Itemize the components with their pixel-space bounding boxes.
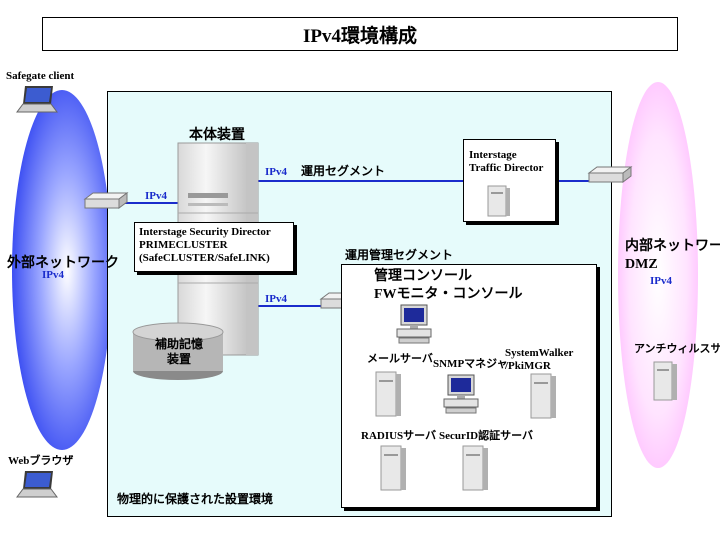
main-unit-software-box: Interstage Security Director PRIMECLUSTE… [134, 222, 294, 272]
operation-link-protocol: IPv4 [265, 166, 287, 178]
web-browser-laptop-icon [16, 471, 58, 498]
internal-network-oval [618, 82, 698, 468]
safegate-client-label: Safegate client [6, 70, 75, 82]
securid-server-icon [462, 445, 488, 491]
storage-cylinder [132, 322, 224, 380]
internal-network-label: 内部ネットワーク DMZ [625, 239, 720, 272]
external-network-label: 外部ネットワーク [7, 256, 119, 271]
snmp-manager-label: SNMPマネジャ [433, 358, 508, 370]
external-hub-icon [83, 192, 129, 209]
external-link-protocol: IPv4 [145, 190, 167, 202]
management-console-pc-icon [396, 304, 432, 344]
systemwalker-server-icon [530, 373, 556, 419]
radius-server-icon [380, 445, 406, 491]
external-network-oval [12, 90, 112, 450]
internal-hub-icon [587, 166, 633, 183]
mail-server-label: メールサーバ [367, 353, 433, 365]
external-network-protocol: IPv4 [42, 269, 64, 281]
web-browser-label: Webブラウザ [8, 455, 74, 467]
software-line-2: PRIMECLUSTER [139, 239, 228, 251]
zone-label: 物理的に保護された設置環境 [117, 492, 274, 506]
snmp-manager-pc-icon [443, 374, 479, 414]
antivirus-server-label: アンチウィルスサーバ [634, 343, 720, 355]
management-link-protocol: IPv4 [265, 293, 287, 305]
systemwalker-label: SystemWalker/PkiMGR [505, 347, 574, 372]
management-segment-label: 運用管理セグメント [345, 248, 454, 262]
safegate-laptop-icon [16, 86, 58, 113]
main-unit-label: 本体装置 [189, 128, 245, 143]
management-console-label: 管理コンソール FWモニタ・コンソール [374, 269, 523, 302]
internal-network-protocol: IPv4 [650, 275, 672, 287]
software-line-3: (SafeCLUSTER/SafeLINK) [139, 252, 270, 264]
page-title: IPv4環境構成 [42, 17, 678, 51]
securid-server-label: SecurID認証サーバ [439, 430, 533, 442]
operation-segment-label: 運用セグメント [301, 164, 386, 178]
mail-server-icon [375, 371, 401, 417]
software-line-1: Interstage Security Director [139, 226, 271, 238]
storage-label: 補助記憶装置 [154, 337, 203, 366]
traffic-director-server-icon [487, 185, 510, 217]
radius-server-label: RADIUSサーバ [361, 430, 437, 442]
antivirus-server-icon [653, 361, 677, 401]
